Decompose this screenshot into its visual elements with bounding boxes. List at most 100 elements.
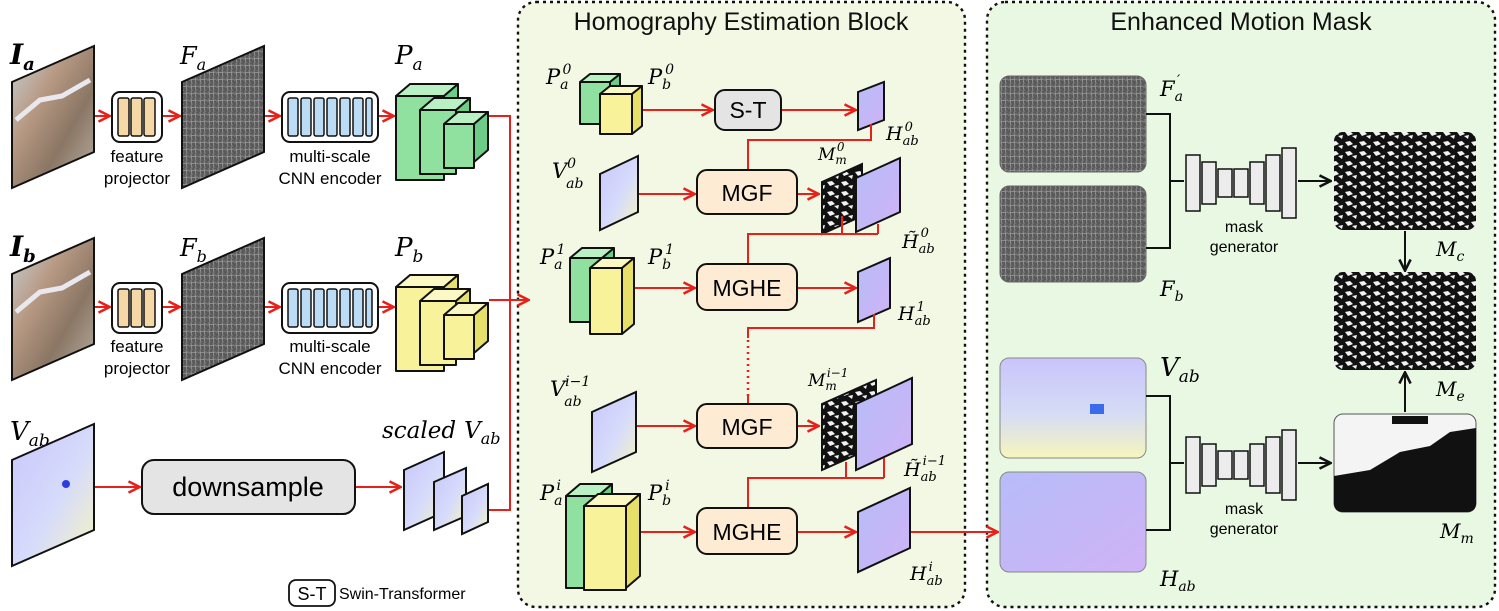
- homography-H1: [857, 256, 891, 324]
- svg-text:Mm0: Mm0: [817, 140, 847, 167]
- link-H1-to-dots: [747, 314, 875, 338]
- encoder-label-a-1: multi-scale: [289, 147, 370, 166]
- mghe-box-1: [696, 263, 798, 311]
- label-Pb0: Pb0: [647, 62, 674, 93]
- homography-title: Homography Estimation Block: [574, 8, 909, 36]
- motion-Vab-map: [999, 357, 1147, 459]
- pyramid-Pb: [395, 274, 489, 372]
- mghe-box-i: [696, 507, 798, 555]
- bus-Pa-to-block: [489, 115, 511, 300]
- svg-text:Pa1: Pa1: [539, 242, 565, 273]
- label-Pa: Pa: [394, 41, 423, 75]
- label-Fb-left: Fb: [179, 234, 207, 266]
- motion-Fb-map: [999, 185, 1147, 283]
- svg-text:Fb: Fb: [1159, 277, 1184, 305]
- encoder-label-a-2: CNN encoder: [279, 169, 382, 188]
- label-Hab-motion: Hab: [1159, 567, 1196, 595]
- legend-key-box: [288, 579, 336, 607]
- encoder-label-b-1: multi-scale: [289, 337, 370, 356]
- feature-map-Fb: [181, 236, 265, 382]
- feature-projector-b: [111, 282, 163, 334]
- flow-Vab-left-spot: [62, 480, 70, 488]
- svg-text:Vi−1ab: Vi−1ab: [550, 374, 590, 410]
- downsample-box: [141, 459, 356, 515]
- svg-text:Hab: Hab: [1159, 567, 1196, 595]
- image-Ia: [11, 44, 95, 190]
- scaled-flow-stack: [403, 450, 489, 536]
- svg-text:Vab: Vab: [1160, 353, 1200, 387]
- label-Fa: Fa: [179, 42, 206, 74]
- mask-generator-1: [1185, 147, 1297, 219]
- image-Ib-detail: [14, 269, 92, 314]
- svg-text:Mm: Mm: [1439, 519, 1474, 547]
- label-Mmi1: Mmi−1: [807, 366, 848, 393]
- flow-Vab0: [599, 154, 639, 232]
- svg-text:Hab1: Hab1: [897, 300, 931, 329]
- bus-scaled-to-block: [489, 300, 511, 511]
- motion-Fa-prime-map: [999, 75, 1147, 173]
- st-box: [714, 89, 782, 131]
- cnn-encoder-a: [281, 91, 379, 143]
- svg-text:Hab0: Hab0: [885, 120, 919, 149]
- image-Ia-detail: [14, 77, 92, 122]
- link-H0-to-mgf0: [747, 124, 872, 170]
- mask-gen-1-label-1: mask: [1225, 219, 1264, 236]
- projector-label-a-2: projector: [104, 169, 170, 188]
- svg-text:H̃ab0: H̃ab0: [901, 226, 935, 257]
- svg-text:Pbi: Pbi: [647, 478, 671, 509]
- svg-text:Ia: Ia: [9, 38, 35, 75]
- mask-gen-2-label-1: mask: [1225, 501, 1264, 518]
- homography-Ht0: [855, 156, 901, 234]
- feat-pair-0: [579, 73, 643, 135]
- svg-text:Pai: Pai: [539, 478, 563, 509]
- flow-Vabi1: [591, 390, 637, 474]
- label-Pb1: Pb1: [647, 242, 674, 273]
- label-Pb: Pb: [394, 233, 423, 267]
- svg-text:Ib: Ib: [9, 230, 36, 267]
- mask-gen-1-label-2: generator: [1210, 239, 1279, 256]
- label-Hti1: H̃abi−1: [903, 454, 946, 485]
- label-Mm0: Mm0: [817, 140, 847, 167]
- mask-Mc: [1334, 132, 1476, 230]
- cnn-encoder-b: [281, 282, 379, 334]
- homography-Hi: [857, 486, 911, 574]
- svg-text:Pa: Pa: [394, 41, 423, 75]
- mask-generator-2: [1185, 429, 1297, 501]
- svg-text:Mmi−1: Mmi−1: [807, 366, 848, 393]
- label-Mc: Mc: [1435, 237, 1464, 265]
- svg-text:Habi: Habi: [909, 560, 943, 589]
- label-H1: Hab1: [897, 300, 931, 329]
- svg-text:Fa′: Fa′: [1159, 73, 1183, 105]
- link-mgf0-to-mghe1: [747, 216, 843, 264]
- downsample-label: downsample: [172, 472, 324, 502]
- label-Fa-prime: Fa′: [1159, 73, 1183, 105]
- legend-key-label: S-T: [298, 584, 327, 604]
- mgf-label-i1: MGF: [721, 414, 772, 440]
- feature-projector-a: [111, 91, 163, 143]
- svg-text:H̃abi−1: H̃abi−1: [903, 454, 946, 485]
- projector-label-b-2: projector: [104, 359, 170, 378]
- mghe-label-1: MGHE: [713, 275, 782, 301]
- projector-label-a-1: feature: [111, 147, 164, 166]
- encoder-label-b-2: CNN encoder: [279, 359, 382, 378]
- label-Pa1: Pa1: [539, 242, 565, 273]
- feature-map-Fa: [181, 44, 265, 190]
- mgf-box-i1: [696, 403, 798, 449]
- image-Ib: [11, 236, 95, 382]
- svg-text:Fb: Fb: [179, 234, 207, 266]
- motion-title: Enhanced Motion Mask: [1110, 8, 1372, 36]
- flow-Vab-left: [11, 422, 95, 568]
- svg-text:Pa0: Pa0: [545, 62, 572, 93]
- mghe-label-i: MGHE: [713, 519, 782, 545]
- label-Pai: Pai: [539, 478, 563, 509]
- st-label: S-T: [729, 97, 766, 123]
- svg-text:Fa: Fa: [179, 42, 206, 74]
- motion-Vab-artifact: [1090, 404, 1104, 414]
- legend-text: Swin-Transformer: [339, 586, 466, 603]
- mgf-box-0: [696, 169, 798, 215]
